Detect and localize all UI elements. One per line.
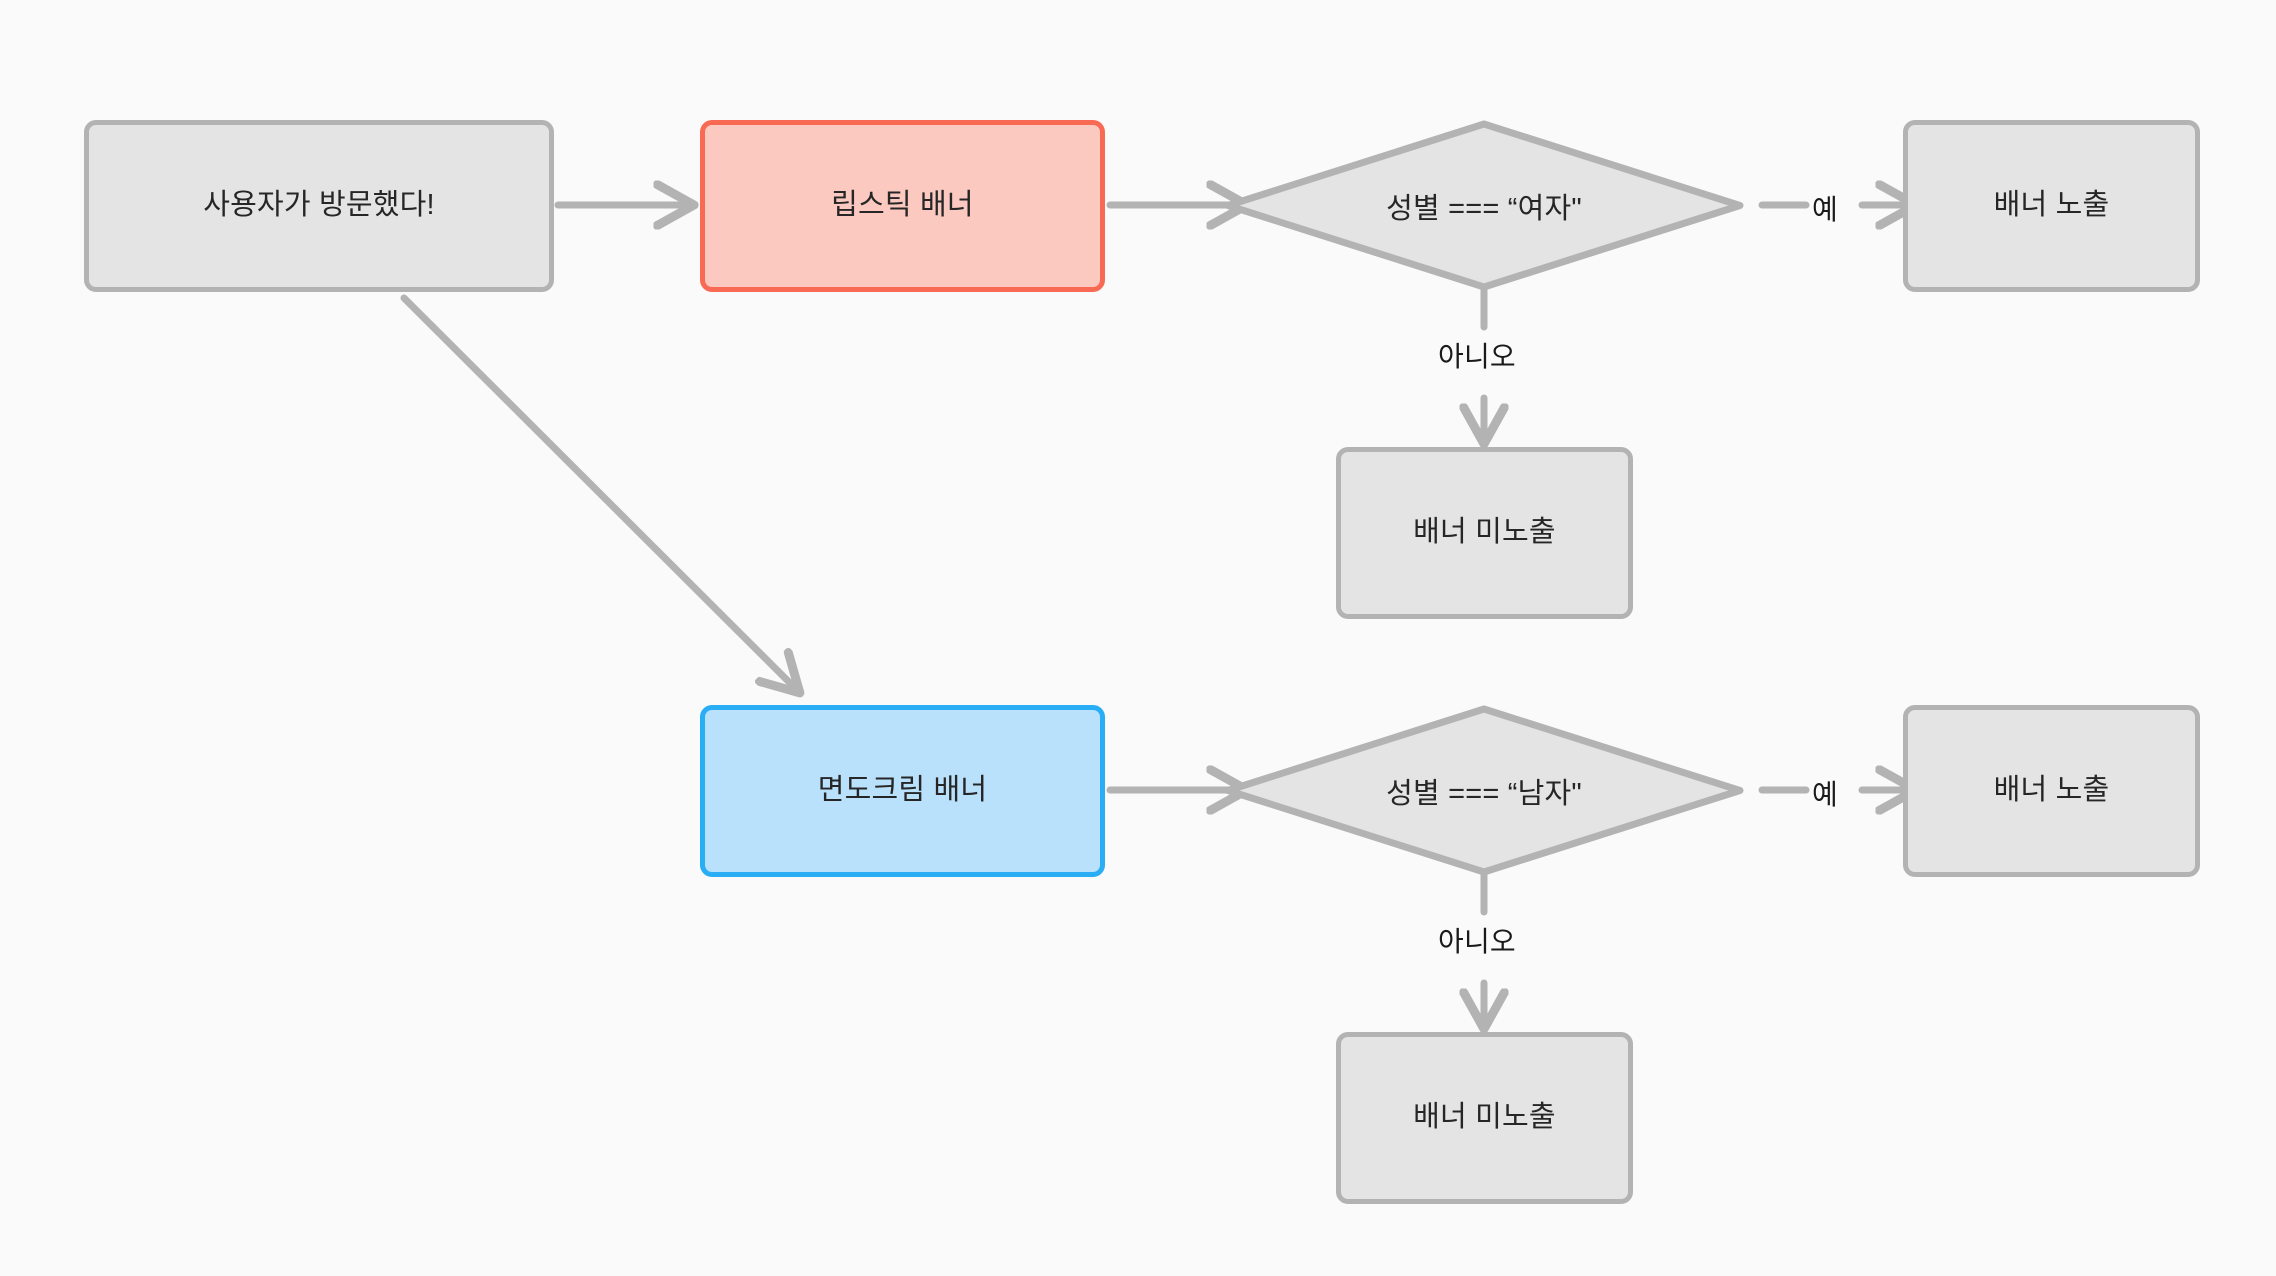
node-shavecream-banner-label: 면도크림 배너 — [817, 774, 988, 807]
node-cond-female[interactable]: 성별 === “여자" — [1222, 118, 1746, 293]
node-start-label: 사용자가 방문했다! — [203, 189, 435, 222]
diamond-shape-female — [1224, 120, 1744, 291]
node-show-banner-female[interactable]: 배너 노출 — [1903, 120, 2200, 292]
node-hide-banner-female[interactable]: 배너 미노출 — [1336, 447, 1633, 619]
diamond-shape-male — [1224, 705, 1744, 876]
node-show-banner-female-label: 배너 노출 — [1993, 189, 2110, 222]
node-lipstick-banner[interactable]: 립스틱 배너 — [700, 120, 1105, 292]
edge-start-to-shavecream — [400, 294, 797, 690]
node-hide-banner-male[interactable]: 배너 미노출 — [1336, 1032, 1633, 1204]
edge-label-yes-female: 예 — [1812, 194, 1838, 225]
node-lipstick-banner-label: 립스틱 배너 — [831, 189, 974, 222]
node-shavecream-banner[interactable]: 면도크림 배너 — [700, 705, 1105, 877]
node-hide-banner-male-label: 배너 미노출 — [1413, 1101, 1556, 1134]
edge-label-yes-male: 예 — [1812, 779, 1838, 810]
node-cond-female-label: 성별 === “여자" — [1386, 192, 1582, 225]
edge-label-no-male: 아니오 — [1438, 926, 1516, 957]
node-start[interactable]: 사용자가 방문했다! — [84, 120, 554, 292]
node-cond-male[interactable]: 성별 === “남자" — [1222, 703, 1746, 878]
node-show-banner-male-label: 배너 노출 — [1993, 774, 2110, 807]
node-show-banner-male[interactable]: 배너 노출 — [1903, 705, 2200, 877]
edge-label-no-female: 아니오 — [1438, 341, 1516, 372]
node-hide-banner-female-label: 배너 미노출 — [1413, 516, 1556, 549]
node-cond-male-label: 성별 === “남자" — [1386, 777, 1582, 810]
